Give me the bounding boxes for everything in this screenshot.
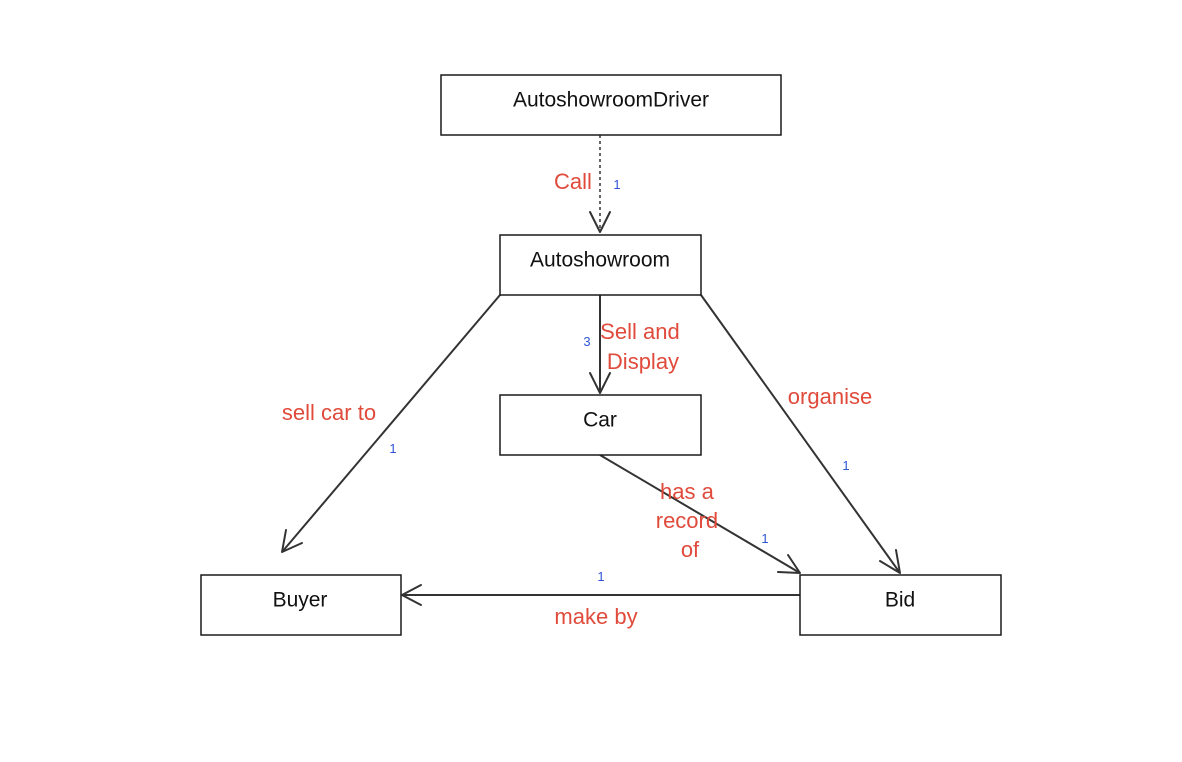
class-box-border: [200, 574, 402, 636]
edge-autoshowroom-to-buyer: [281, 294, 501, 553]
arrowhead-icon: [777, 554, 801, 574]
edge-driver-to-autoshowroom: [589, 135, 611, 233]
edge-autoshowroom-to-car: [589, 295, 611, 394]
multiplicity-bid-buyer: 1: [597, 569, 604, 584]
class-name: Autoshowroom: [530, 249, 670, 272]
class-name: Bid: [885, 589, 915, 612]
class-box-border: [499, 234, 702, 296]
relation-label-call: Call: [554, 169, 592, 194]
multiplicity-autoshowroom-car: 3: [583, 334, 590, 349]
class-box-bid[interactable]: Bid: [799, 574, 1002, 636]
class-box-border: [499, 394, 702, 456]
arrowhead-icon: [401, 584, 422, 606]
multiplicity-autoshowroom-buyer: 1: [389, 441, 396, 456]
relation-label-sell-and-display: Sell and Display: [600, 319, 686, 374]
class-box-buyer[interactable]: Buyer: [200, 574, 402, 636]
arrowhead-icon: [589, 372, 611, 394]
relation-label-has-a-record-of: has a record of: [656, 479, 724, 562]
edge-line: [281, 294, 501, 553]
edge-line: [700, 294, 901, 574]
edge-bid-to-buyer: [401, 584, 800, 606]
relation-label-sell-car-to: sell car to: [282, 400, 376, 425]
edge-autoshowroom-to-bid: [700, 294, 901, 574]
class-box-border: [799, 574, 1002, 636]
class-name: AutoshowroomDriver: [513, 89, 709, 112]
multiplicity-driver-autoshowroom: 1: [613, 177, 620, 192]
class-box-autoshowroom[interactable]: Autoshowroom: [499, 234, 702, 296]
edge-car-to-bid: [599, 454, 801, 574]
class-box-autoshowroomdriver[interactable]: AutoshowroomDriver: [440, 74, 782, 136]
class-name: Buyer: [273, 589, 328, 612]
multiplicity-autoshowroom-bid: 1: [842, 458, 849, 473]
class-name: Car: [583, 409, 617, 432]
relation-label-make-by: make by: [554, 604, 637, 629]
arrowhead-icon: [879, 549, 901, 574]
arrowhead-icon: [589, 211, 611, 233]
class-box-border: [440, 74, 782, 136]
class-box-car[interactable]: Car: [499, 394, 702, 456]
edge-line: [599, 454, 801, 574]
arrowhead-icon: [281, 529, 303, 553]
multiplicity-car-bid: 1: [761, 531, 768, 546]
relation-label-organise: organise: [788, 384, 872, 409]
